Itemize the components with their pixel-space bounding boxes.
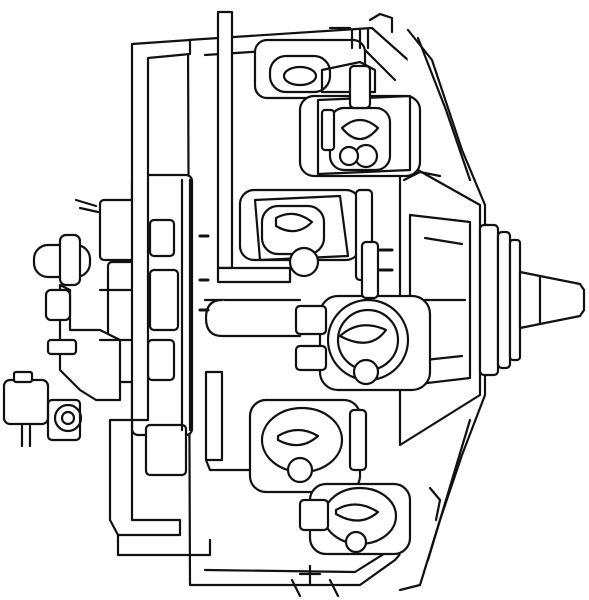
cylinder-6 bbox=[300, 484, 410, 554]
fittings bbox=[200, 14, 440, 596]
cylinder-4 bbox=[296, 242, 430, 390]
cylinder-2 bbox=[300, 66, 420, 176]
propeller-hub bbox=[480, 225, 584, 375]
cylinder-5 bbox=[250, 400, 366, 492]
cylinder-1 bbox=[255, 28, 375, 98]
induction-pipes bbox=[110, 12, 300, 555]
